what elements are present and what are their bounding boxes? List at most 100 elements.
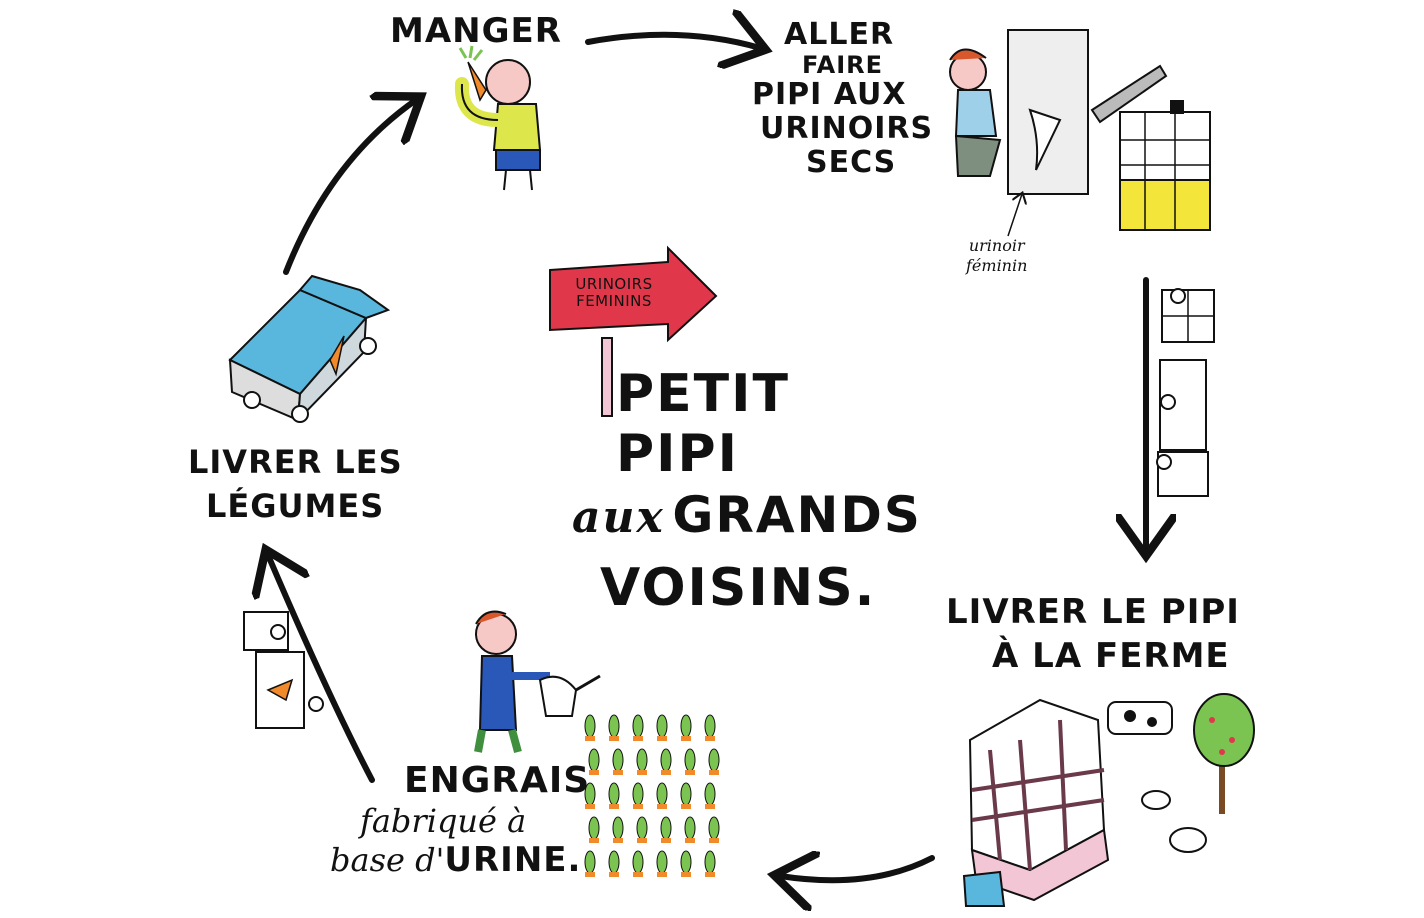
plant-leaf <box>656 714 668 738</box>
vegetable-truck-small-figure <box>243 611 324 729</box>
step-livrer-legumes-l1: LIVRER LES <box>188 443 403 481</box>
step-engrais-l2: fabriqué à <box>360 802 527 841</box>
plant-leaf <box>584 714 596 738</box>
eating-person-figure <box>454 45 542 191</box>
main-title: PETIT PIPI aux GRANDS VOISINS. <box>572 364 930 618</box>
plant-leaf <box>660 748 672 772</box>
urinoir-note-l1: urinoir <box>968 236 1025 255</box>
plant-leaf <box>680 782 692 806</box>
plant-root <box>705 804 715 809</box>
plant-leaf <box>632 714 644 738</box>
step-livrer-pipi-l2: À LA FERME <box>992 636 1230 676</box>
plant-root <box>685 838 695 843</box>
title-line-3: VOISINS. <box>600 558 877 618</box>
plant-root <box>637 838 647 843</box>
arrow-legumes-to-manger <box>283 100 416 275</box>
plant-leaf <box>612 748 624 772</box>
plant-leaf <box>660 816 672 840</box>
plant-root <box>637 770 647 775</box>
plant-leaf <box>636 748 648 772</box>
plant-root <box>589 838 599 843</box>
urinoir-feminin-note: urinoir féminin <box>966 236 1027 276</box>
plant-leaf <box>708 816 720 840</box>
plant-leaf <box>708 748 720 772</box>
plant-root <box>661 838 671 843</box>
urinoir-note-l2: féminin <box>966 256 1028 275</box>
sign-text: URINOIRS FEMININS <box>560 275 668 311</box>
plant-root <box>589 770 599 775</box>
plant-leaf <box>704 850 716 874</box>
plant-root <box>609 736 619 741</box>
title-line-1: PETIT PIPI <box>616 364 790 484</box>
plant-root <box>633 804 643 809</box>
sign-line-2: FEMININS <box>576 292 652 311</box>
urinal-scene-figure <box>949 29 1211 231</box>
plant-root <box>633 872 643 877</box>
title-line-2-caps: GRANDS <box>672 486 922 544</box>
plant-leaf <box>632 850 644 874</box>
plant-root <box>657 872 667 877</box>
plant-leaf <box>680 850 692 874</box>
pee-truck-figure <box>1156 288 1215 497</box>
gardener-figure <box>474 610 601 754</box>
plant-leaf <box>656 782 668 806</box>
plant-root <box>609 872 619 877</box>
step-engrais-l1: ENGRAIS <box>404 760 591 801</box>
plant-root <box>585 872 595 877</box>
sign-line-1: URINOIRS <box>575 275 653 293</box>
plant-root <box>633 736 643 741</box>
plant-root <box>681 804 691 809</box>
step-engrais-l3-script: base d' <box>330 841 445 880</box>
plant-root <box>685 770 695 775</box>
title-line-2-script: aux <box>572 492 665 543</box>
arrow-farm-to-engrais <box>780 858 935 880</box>
plant-root <box>681 736 691 741</box>
urinoir-pointer-arrow <box>1007 194 1022 237</box>
step-aller-l4: URINOIRS <box>760 111 934 146</box>
plant-leaf <box>636 816 648 840</box>
step-engrais: ENGRAIS fabriqué à base d'URINE. <box>330 760 600 880</box>
step-livrer-pipi-l1: LIVRER LE PIPI <box>946 592 1240 632</box>
vegetable-truck-figure <box>228 274 391 423</box>
sign-arrow-shape <box>549 245 718 343</box>
step-aller-l2: FAIRE <box>802 51 884 79</box>
plant-root <box>613 770 623 775</box>
step-livrer-pipi: LIVRER LE PIPI À LA FERME <box>946 590 1240 678</box>
plant-root <box>585 804 595 809</box>
plant-leaf <box>680 714 692 738</box>
plant-root <box>661 770 671 775</box>
step-livrer-legumes-l2: LÉGUMES <box>206 487 385 525</box>
step-aller: ALLER FAIRE PIPI AUX URINOIRS SECS <box>752 17 934 180</box>
plant-root <box>657 804 667 809</box>
plant-root <box>609 804 619 809</box>
step-aller-l3: PIPI AUX <box>752 77 907 112</box>
plant-root <box>705 736 715 741</box>
plant-leaf <box>632 782 644 806</box>
plant-leaf <box>704 714 716 738</box>
arrow-engrais-to-livrer-legumes <box>268 555 375 783</box>
plant-grid <box>584 714 720 877</box>
step-engrais-l3: base d'URINE. <box>330 841 600 880</box>
title-line-2: aux GRANDS <box>572 484 930 558</box>
step-manger: MANGER <box>390 11 562 51</box>
plant-leaf <box>608 850 620 874</box>
plant-leaf <box>704 782 716 806</box>
plant-leaf <box>608 714 620 738</box>
farm-scene-figure <box>962 693 1255 907</box>
sign-figure <box>549 245 718 417</box>
step-aller-l1: ALLER <box>784 17 895 52</box>
plant-root <box>709 838 719 843</box>
plant-leaf <box>684 748 696 772</box>
arrow-manger-to-aller <box>585 35 760 48</box>
plant-leaf <box>612 816 624 840</box>
plant-root <box>709 770 719 775</box>
step-livrer-legumes: LIVRER LES LÉGUMES <box>188 440 403 528</box>
plant-root <box>657 736 667 741</box>
plant-leaf <box>608 782 620 806</box>
plant-root <box>613 838 623 843</box>
plant-leaf <box>684 816 696 840</box>
step-engrais-l3-caps: URINE. <box>444 840 582 881</box>
plant-root <box>681 872 691 877</box>
